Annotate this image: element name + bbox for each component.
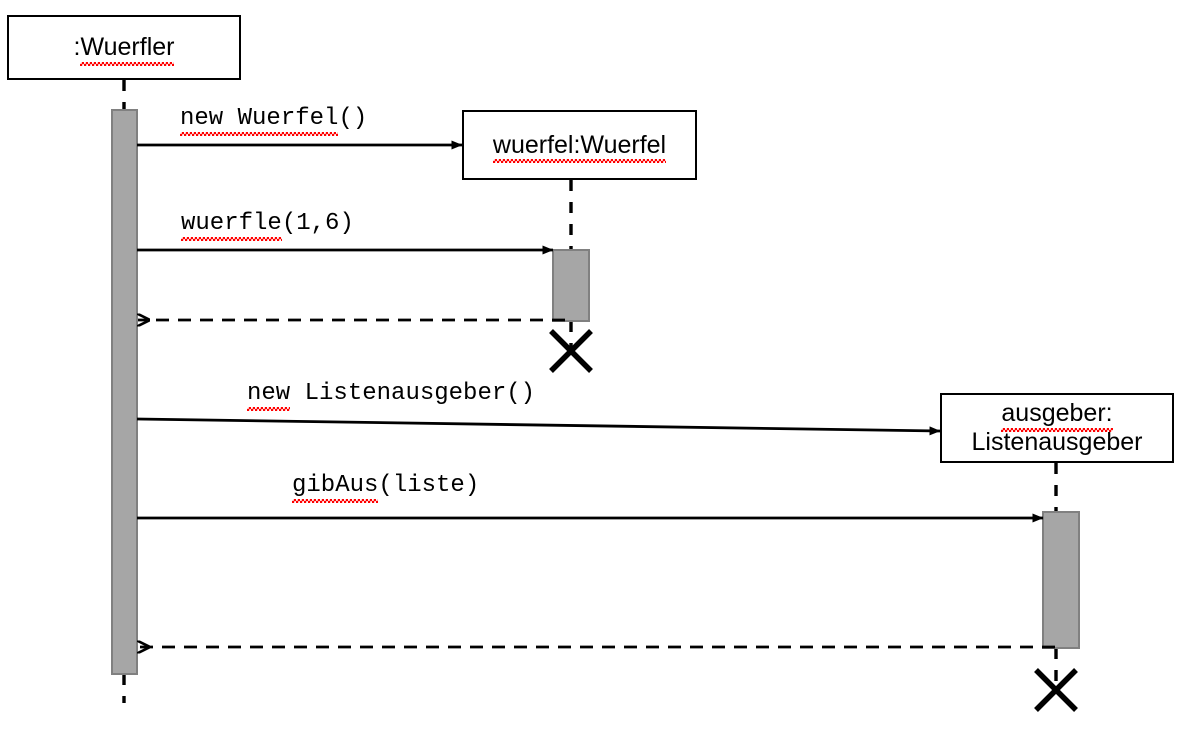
spellcheck-squiggle: new Wuerfel <box>180 105 339 136</box>
spellcheck-squiggle: ausgeber: <box>1001 399 1113 432</box>
message-arrow-new-listenausgeber <box>136 417 941 436</box>
activation-bar-ausgeber <box>1042 511 1080 649</box>
participant-label-ausgeber-line1: ausgeber: <box>1001 399 1113 432</box>
participant-label-wuerfel: wuerfel:Wuerfel <box>492 130 667 164</box>
spellcheck-squiggle: wuerfle <box>181 210 282 241</box>
participant-label-ausgeber-line2: Listenausgeber <box>971 428 1143 456</box>
spellcheck-squiggle: gibAus <box>292 472 379 503</box>
activation-bar-wuerfel <box>552 249 590 322</box>
message-label-wuerfle: wuerfle(1,6) <box>181 210 354 241</box>
participant-box-ausgeber[interactable]: ausgeber: Listenausgeber <box>940 393 1174 463</box>
destruction-marker-ausgeber <box>1034 668 1078 712</box>
lifeline-dashes <box>122 80 1058 703</box>
participant-box-wuerfel[interactable]: wuerfel:Wuerfel <box>462 110 697 180</box>
spellcheck-squiggle: wuerfel:Wuerfel <box>492 130 667 164</box>
spellcheck-squiggle: new <box>247 380 291 411</box>
activation-bars <box>111 109 1080 675</box>
message-label-gibaus: gibAus(liste) <box>292 472 480 503</box>
destruction-marker-wuerfel <box>549 329 593 373</box>
message-label-new-listenausgeber: new Listenausgeber() <box>247 380 536 411</box>
activation-bar-wuerfler <box>111 109 138 675</box>
message-arrows <box>136 140 1055 647</box>
spellcheck-squiggle: Wuerfler <box>80 33 175 66</box>
participant-label-wuerfler: :Wuerfler <box>73 33 175 66</box>
participant-box-wuerfler[interactable]: :Wuerfler <box>7 15 241 80</box>
message-label-new-wuerfel: new Wuerfel() <box>180 105 368 136</box>
destruction-markers <box>549 329 1078 712</box>
